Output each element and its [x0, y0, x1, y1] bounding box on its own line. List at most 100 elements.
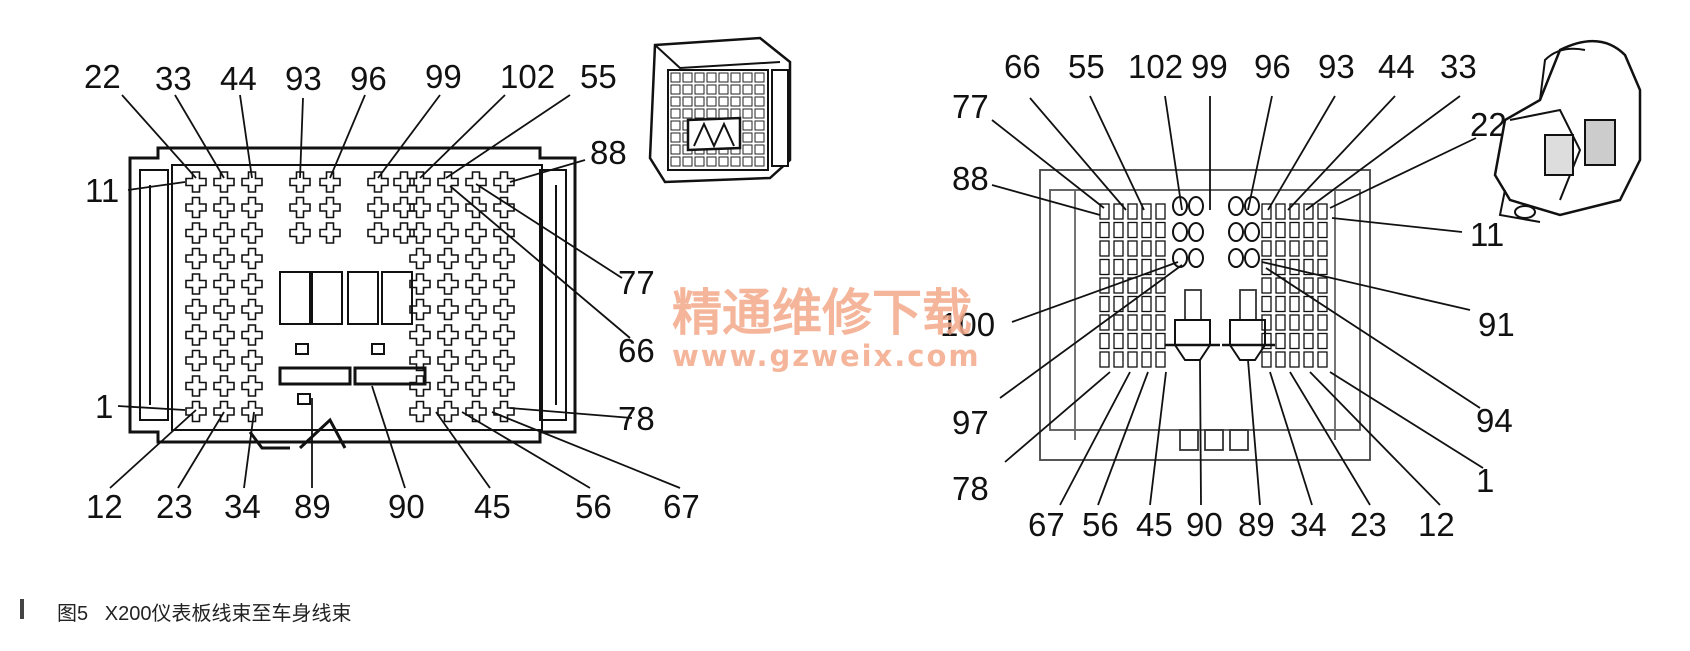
label-r-22: 22: [1470, 106, 1507, 143]
terminal-slot: [1317, 221, 1328, 239]
label-l-89: 89: [294, 488, 331, 525]
right-connector-perspective: [1493, 39, 1642, 223]
label-l-90: 90: [388, 488, 425, 525]
label-l-93: 93: [285, 60, 322, 97]
terminal-cavity: [185, 349, 207, 372]
terminal-slot: [1275, 332, 1286, 350]
terminal-cavity: [241, 375, 263, 397]
perspective-cell: [670, 144, 681, 155]
label-l-11: 11: [85, 172, 119, 209]
terminal-cavity: [213, 400, 235, 423]
terminal-slot: [1155, 295, 1166, 313]
terminal-slot: [1099, 240, 1110, 257]
label-r-96: 96: [1254, 48, 1291, 85]
terminal-cavity: [493, 171, 515, 193]
terminal-cavity: [465, 349, 487, 372]
terminal-slot: [1113, 221, 1124, 239]
terminal-slot: [1275, 351, 1286, 368]
perspective-cell: [682, 156, 693, 167]
terminal-slot: [1127, 258, 1138, 276]
terminal-cavity: [185, 298, 207, 321]
terminal-slot: [1261, 240, 1272, 257]
label-r-78: 78: [952, 470, 989, 507]
terminal-cavity: [409, 273, 431, 295]
terminal-slot: [1317, 295, 1328, 313]
perspective-cell: [718, 108, 729, 119]
perspective-cell: [670, 132, 681, 143]
terminal-cavity: [409, 349, 431, 372]
terminal-slot: [1261, 203, 1272, 220]
figure-caption: 图5 X200仪表板线束至车身线束: [57, 597, 352, 626]
terminal-slot: [1127, 221, 1138, 239]
terminal-cavity: [409, 298, 431, 321]
terminal-cavity: [213, 324, 235, 346]
terminal-slot: [1275, 314, 1286, 331]
perspective-cell: [754, 108, 765, 119]
perspective-cell: [754, 156, 765, 167]
terminal-slot: [1275, 295, 1286, 313]
perspective-cell: [670, 72, 681, 83]
terminal-cavity: [465, 298, 487, 321]
perspective-cell: [682, 108, 693, 119]
terminal-cavity: [213, 298, 235, 321]
left-connector-perspective: [648, 36, 792, 184]
perspective-cell: [730, 156, 741, 167]
terminal-slot: [1155, 314, 1166, 331]
perspective-cell: [742, 144, 753, 155]
perspective-cell: [706, 108, 717, 119]
perspective-cell: [730, 96, 741, 107]
perspective-grid: [670, 72, 765, 167]
label-r-93: 93: [1318, 48, 1355, 85]
terminal-cavity: [185, 324, 207, 346]
terminal-cavity: [393, 222, 415, 244]
label-r-11: 11: [1470, 216, 1504, 253]
terminal-cavity: [289, 196, 311, 219]
terminal-cavity: [465, 171, 487, 193]
right-leader-lines: [991, 95, 1484, 506]
perspective-cell: [742, 72, 753, 83]
terminal-slot: [1127, 203, 1138, 220]
perspective-cell: [706, 96, 717, 107]
perspective-cell: [742, 156, 753, 167]
perspective-cell: [694, 72, 705, 83]
terminal-cavity: [241, 400, 263, 423]
terminal-cavity: [185, 171, 207, 193]
label-r-23: 23: [1350, 506, 1387, 543]
terminal-cavity: [393, 196, 415, 219]
terminal-cavity: [493, 324, 515, 346]
perspective-cell: [754, 84, 765, 95]
terminal-slot: [1099, 351, 1110, 368]
terminal-cavity: [289, 171, 311, 193]
terminal-slot: [1099, 295, 1110, 313]
label-r-77: 77: [952, 88, 989, 125]
terminal-cavity: [241, 273, 263, 295]
label-r-91: 91: [1478, 306, 1515, 343]
label-r-67: 67: [1028, 506, 1065, 543]
left-terminal-grid: [185, 171, 515, 423]
left-connector: [128, 146, 577, 450]
terminal-cavity: [493, 222, 515, 244]
terminal-cavity: [241, 298, 263, 321]
terminal-cavity: [465, 273, 487, 295]
terminal-slot: [1099, 332, 1110, 350]
terminal-slot: [1303, 351, 1314, 368]
label-r-44: 44: [1378, 48, 1415, 85]
label-l-44: 44: [220, 60, 257, 97]
label-l-102: 102: [500, 58, 555, 95]
label-l-66: 66: [618, 332, 655, 369]
terminal-cavity: [185, 400, 207, 423]
perspective-cell: [718, 72, 729, 83]
perspective-cell: [742, 96, 753, 107]
terminal-slot: [1317, 203, 1328, 220]
terminal-slot: [1289, 277, 1300, 294]
terminal-cavity: [241, 324, 263, 346]
terminal-slot: [1289, 240, 1300, 257]
terminal-slot: [1141, 332, 1152, 350]
label-l-1: 1: [95, 388, 113, 425]
label-l-67: 67: [663, 488, 700, 525]
terminal-slot: [1289, 258, 1300, 276]
terminal-cavity: [319, 222, 341, 244]
terminal-slot: [1261, 295, 1272, 313]
perspective-cell: [718, 156, 729, 167]
terminal-cavity: [437, 247, 459, 270]
